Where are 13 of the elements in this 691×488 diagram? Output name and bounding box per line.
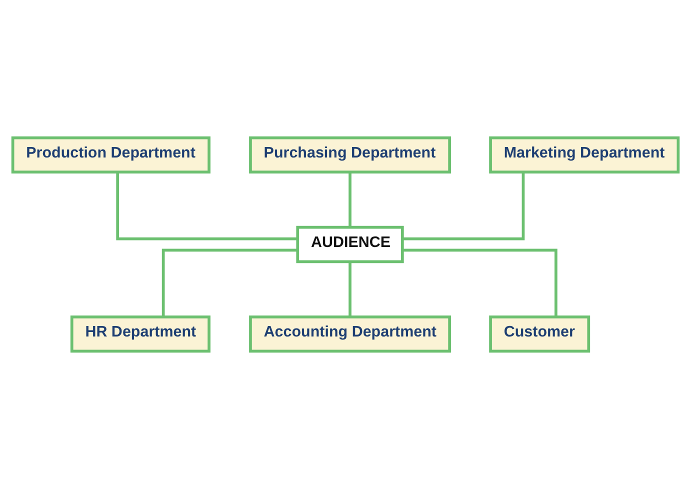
connector — [116, 172, 298, 240]
node-box: Customer — [489, 314, 590, 352]
connector — [348, 172, 352, 227]
node-box: AUDIENCE — [296, 225, 404, 263]
connector — [402, 248, 558, 316]
node-box: HR Department — [70, 314, 210, 352]
node-box: Production Department — [11, 136, 210, 174]
node-box: Purchasing Department — [249, 136, 451, 174]
node-box: Marketing Department — [489, 136, 680, 174]
connector — [162, 248, 298, 316]
connector — [348, 261, 352, 316]
connector — [402, 172, 525, 240]
node-box: Accounting Department — [249, 314, 451, 352]
